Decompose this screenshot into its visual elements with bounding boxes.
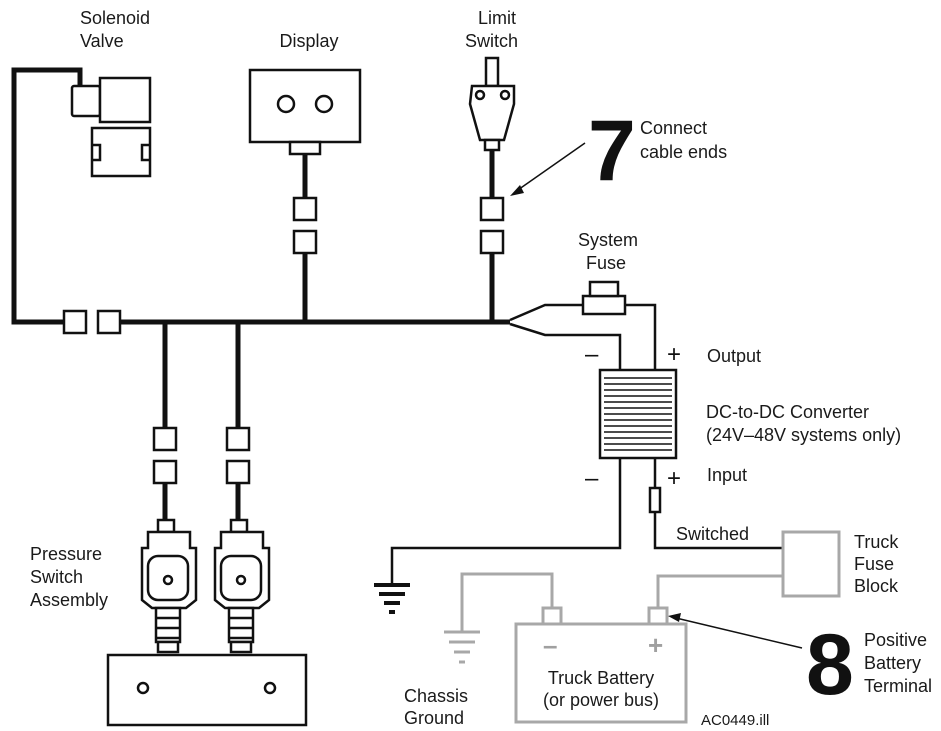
chassis-ground-label-1: Chassis (404, 686, 468, 706)
labels: Solenoid Valve Display Limit Switch 7 Co… (30, 8, 932, 729)
truck-fuse-label-2: Fuse (854, 554, 894, 574)
converter-label-1: DC-to-DC Converter (706, 402, 869, 422)
truck-battery-label-2: (or power bus) (543, 690, 659, 710)
main-harness (11, 67, 783, 585)
inline-fuse-icon (648, 486, 662, 514)
limit-switch-label-1: Limit (478, 8, 516, 28)
connector (292, 196, 318, 222)
system-fuse-label-2: Fuse (586, 253, 626, 273)
truck-wiring (444, 572, 783, 664)
truck-fuse-label-1: Truck (854, 532, 899, 552)
positive-terminal-label-3: Terminal (864, 676, 932, 696)
solenoid-valve-icon (70, 76, 152, 178)
connector (225, 426, 251, 452)
step7-arrow (510, 142, 586, 196)
positive-terminal-label-2: Battery (864, 653, 921, 673)
pressure-label-2: Switch (30, 567, 83, 587)
input-label: Input (707, 465, 747, 485)
truck-battery-icon (514, 606, 688, 724)
converter-label-2: (24V–48V systems only) (706, 425, 901, 445)
solenoid-valve-label-2: Valve (80, 31, 124, 51)
connect-label-2: cable ends (640, 142, 727, 162)
battery-plus-sign: + (648, 630, 663, 660)
input-plus-sign: + (667, 465, 681, 492)
limit-switch-label-2: Switch (465, 31, 518, 51)
connector (292, 229, 318, 255)
limit-switch-icon (468, 56, 516, 152)
output-plus-sign: + (667, 341, 681, 368)
output-minus-sign: – (585, 341, 599, 368)
system-fuse-label-1: System (578, 230, 638, 250)
connector (62, 309, 88, 335)
switched-label: Switched (676, 524, 749, 544)
chassis-ground-label-2: Ground (404, 708, 464, 728)
connector (152, 426, 178, 452)
bus-connectors (62, 196, 505, 485)
pressure-label-1: Pressure (30, 544, 102, 564)
positive-terminal-label-1: Positive (864, 630, 927, 650)
connector[interactable] (479, 196, 505, 222)
step8-arrow (668, 613, 803, 649)
pressure-label-3: Assembly (30, 590, 108, 610)
figure-id-label: AC0449.ill (701, 712, 769, 729)
dc-converter-icon (598, 368, 678, 460)
battery-minus-sign: – (543, 630, 557, 660)
pressure-switch-icon (106, 518, 308, 727)
truck-fuse-label-3: Block (854, 576, 899, 596)
connector (225, 459, 251, 485)
step-7-number: 7 (588, 103, 636, 199)
output-label: Output (707, 346, 761, 366)
step-8-number: 8 (806, 617, 854, 713)
solenoid-valve-label-1: Solenoid (80, 8, 150, 28)
display-icon (248, 68, 362, 156)
connect-label-1: Connect (640, 118, 707, 138)
display-label: Display (279, 31, 338, 51)
truck-battery-label-1: Truck Battery (548, 668, 654, 688)
connector (96, 309, 122, 335)
truck-fuse-block-icon (781, 530, 841, 598)
system-fuse-icon (581, 280, 627, 316)
connector[interactable] (479, 229, 505, 255)
input-minus-sign: – (585, 465, 599, 492)
ground-icon (374, 583, 410, 614)
connector (152, 459, 178, 485)
